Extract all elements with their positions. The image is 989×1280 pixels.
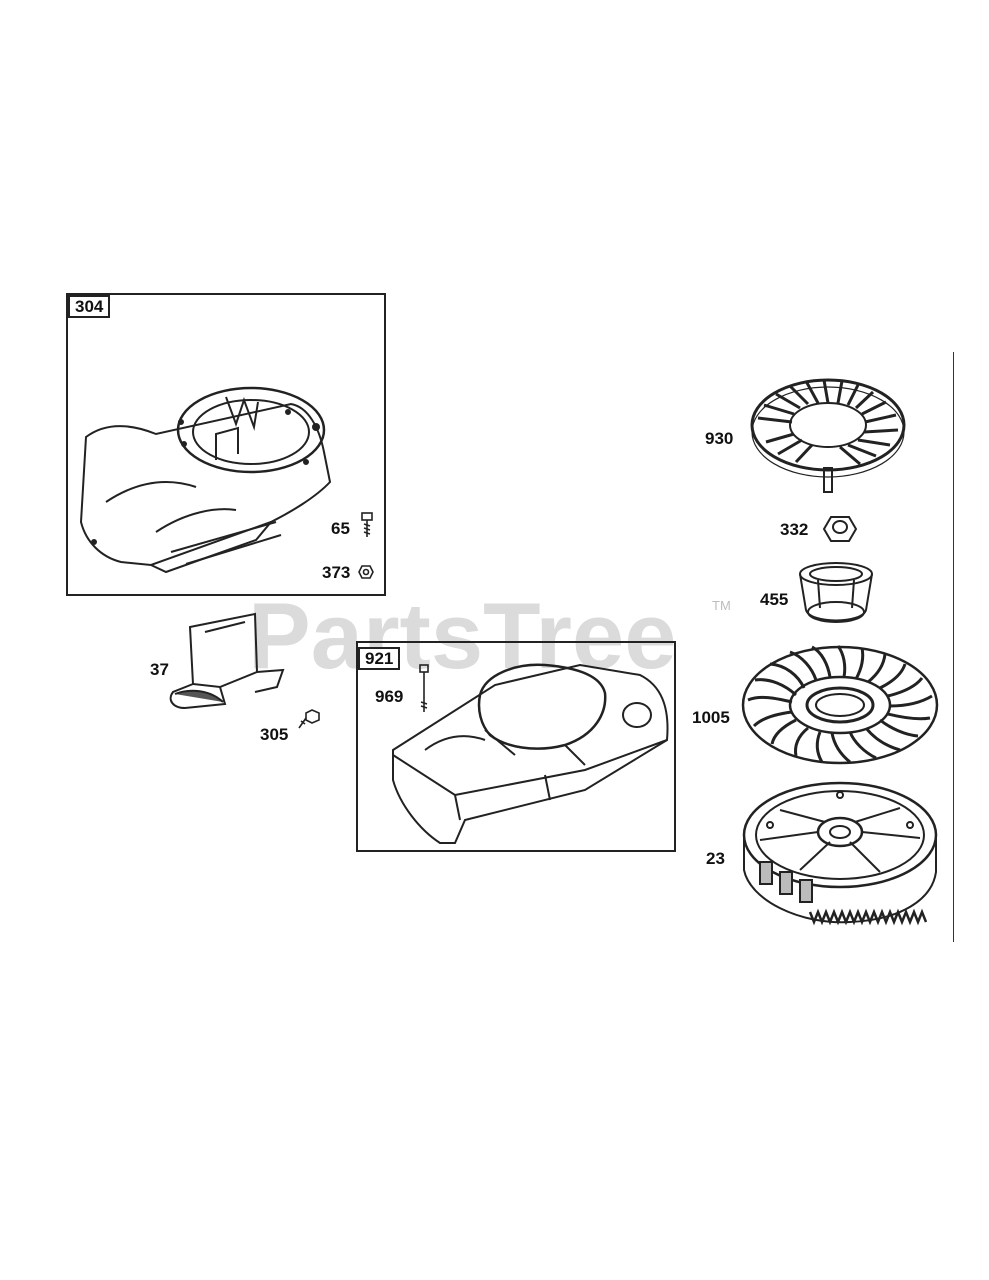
callout-23[interactable]: 23 [706, 849, 725, 868]
callout-1005[interactable]: 1005 [692, 708, 730, 727]
callout-921[interactable]: 921 [358, 647, 401, 670]
callout-930[interactable]: 930 [705, 429, 734, 448]
starter-cup-icon [799, 562, 873, 623]
group-frame-921 [356, 641, 676, 852]
long-bolt-icon [419, 664, 429, 712]
rotating-screen-icon [750, 378, 906, 493]
small-nut-icon [358, 565, 374, 579]
callout-332[interactable]: 332 [780, 520, 809, 539]
callout-305[interactable]: 305 [260, 725, 289, 744]
baffle-icon [169, 612, 285, 710]
blower-housing-icon [79, 386, 332, 574]
page-edge-line [953, 352, 954, 942]
callout-969[interactable]: 969 [375, 687, 404, 706]
group-frame-304 [66, 293, 386, 596]
trademark-mark: TM [712, 598, 731, 613]
shroud-icon [392, 663, 669, 844]
flywheel-icon [742, 781, 938, 926]
bolt-icon [361, 512, 373, 537]
nut-icon [822, 516, 858, 542]
callout-37[interactable]: 37 [150, 660, 169, 679]
fan-icon [741, 645, 939, 765]
callout-373[interactable]: 373 [322, 563, 351, 582]
callout-455[interactable]: 455 [760, 590, 789, 609]
callout-65[interactable]: 65 [331, 519, 350, 538]
watermark: PartsTree [248, 583, 677, 688]
screw-icon [298, 709, 320, 729]
callout-304[interactable]: 304 [68, 295, 111, 318]
